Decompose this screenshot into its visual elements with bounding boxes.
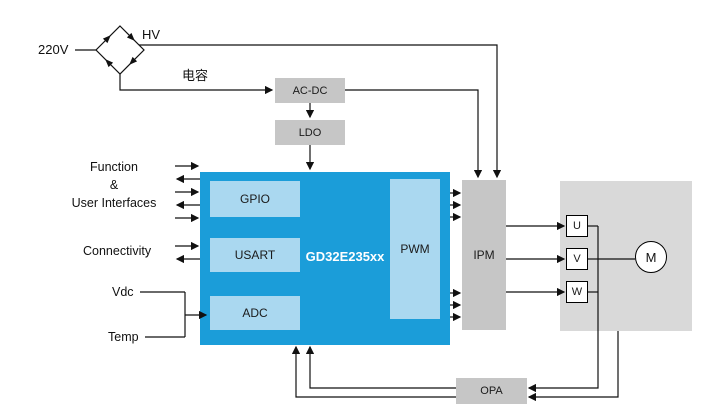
function-label-line1: Function	[90, 160, 138, 174]
adc-input-wires	[140, 291, 208, 338]
opa-block: OPA	[456, 378, 527, 404]
mcu-name-label: GD32E235xx	[305, 249, 385, 264]
gpio-io-arrows	[175, 161, 200, 223]
hv-label: HV	[142, 27, 161, 42]
vdc-label: Vdc	[112, 285, 134, 299]
connectivity-label: Connectivity	[83, 244, 152, 258]
mains-voltage-label: 220V	[38, 42, 69, 57]
ipm-block: IPM	[462, 180, 506, 330]
phase-v-terminal: V	[566, 248, 588, 270]
function-label-line3: User Interfaces	[71, 196, 157, 210]
opa-to-mcu-wires	[291, 345, 456, 398]
capacitor-label: 电容	[182, 68, 209, 83]
temp-label: Temp	[108, 330, 139, 344]
ipm-to-phase-arrows	[506, 221, 566, 297]
adc-block: ADC	[210, 296, 300, 330]
usart-block: USART	[210, 238, 300, 272]
gpio-block: GPIO	[210, 181, 300, 217]
pwm-block: PWM	[390, 179, 440, 319]
pwm-to-ipm-arrows	[450, 188, 462, 322]
phase-u-terminal: U	[566, 215, 588, 237]
motor-symbol: M	[635, 241, 667, 273]
ldo-block: LDO	[275, 120, 345, 145]
acdc-block: AC-DC	[275, 78, 345, 103]
function-label-line2: &	[109, 178, 119, 192]
usart-io-arrows	[175, 241, 200, 264]
acdc-to-ipm-wire	[345, 89, 483, 179]
function-user-interfaces-label: Function & User Interfaces	[55, 158, 173, 212]
phase-w-terminal: W	[566, 281, 588, 303]
bridge-rectifier-icon	[95, 25, 145, 75]
